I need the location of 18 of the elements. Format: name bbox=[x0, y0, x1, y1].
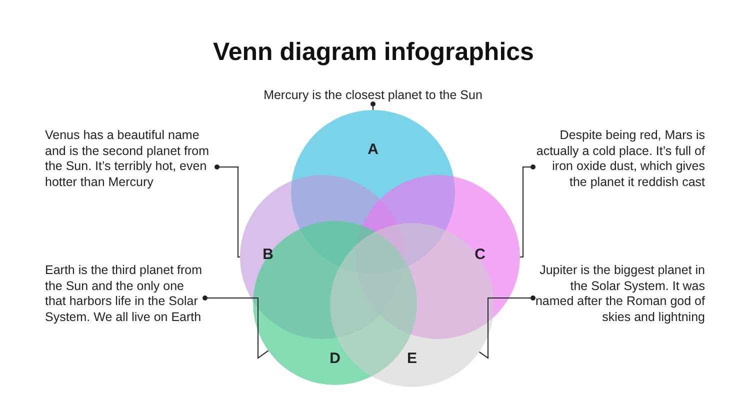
leader-line bbox=[370, 102, 376, 110]
description-text: Jupiter is the biggest planet in the Solar System. It was named after the Roman god of skies and lightning bbox=[533, 263, 705, 325]
description-text: Despite being red, Mars is actually a cold place. It’s full of iron oxide dust, which gives the planet it reddish cast bbox=[533, 128, 705, 190]
leader-line bbox=[520, 164, 536, 258]
description-text: Venus has a beautiful name and is the second planet from the Sun. It’s terribly hot, even hotter than Mercury bbox=[45, 128, 217, 190]
title: Venn diagram infographics bbox=[212, 38, 535, 67]
circle-letter: D bbox=[328, 350, 342, 368]
leader-line bbox=[202, 296, 269, 359]
circle-letter: C bbox=[474, 246, 486, 264]
circle-letter: E bbox=[406, 350, 418, 368]
circle-letter: A bbox=[366, 141, 380, 159]
description-text: Earth is the third planet from the Sun and the only one that harbors life in the Solar System. We all live on Earth bbox=[45, 263, 205, 325]
venn-circle bbox=[253, 221, 417, 385]
circle-letter: B bbox=[262, 246, 274, 264]
leader-line bbox=[478, 296, 536, 359]
description-text: Mercury is the closest planet to the Sun bbox=[240, 88, 506, 104]
leader-line bbox=[214, 164, 240, 258]
venn-circle bbox=[330, 223, 494, 387]
